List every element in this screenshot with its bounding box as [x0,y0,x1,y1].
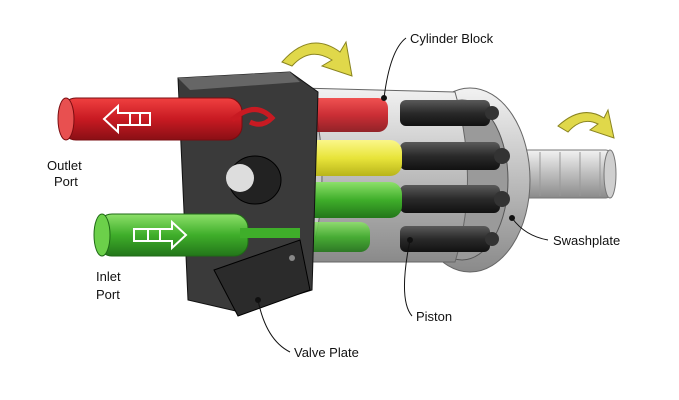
arrow-left-icon [102,103,151,135]
outlet-port-label-line1: Outlet [47,158,82,173]
drive-shaft [519,149,617,199]
rotation-arrow-icon [281,40,353,77]
valve-plate-label: Valve Plate [294,345,359,360]
inlet-port-label-line1: Inlet [96,269,121,284]
valve-plate [213,239,311,317]
outlet-port-label-line2: Port [54,174,78,189]
pistons [400,100,510,252]
swashplate-label: Swashplate [553,233,621,248]
fluid-chambers [300,98,402,252]
inlet-port-label-line2: Port [96,287,120,302]
rotation-arrow-icon [557,108,615,139]
leader-lines [255,37,549,353]
piston-label: Piston [416,309,453,324]
arrow-right-icon [133,219,188,251]
inlet-port [93,213,300,257]
outlet-port [57,97,276,141]
cylinder-block-label: Cylinder Block [410,31,494,46]
